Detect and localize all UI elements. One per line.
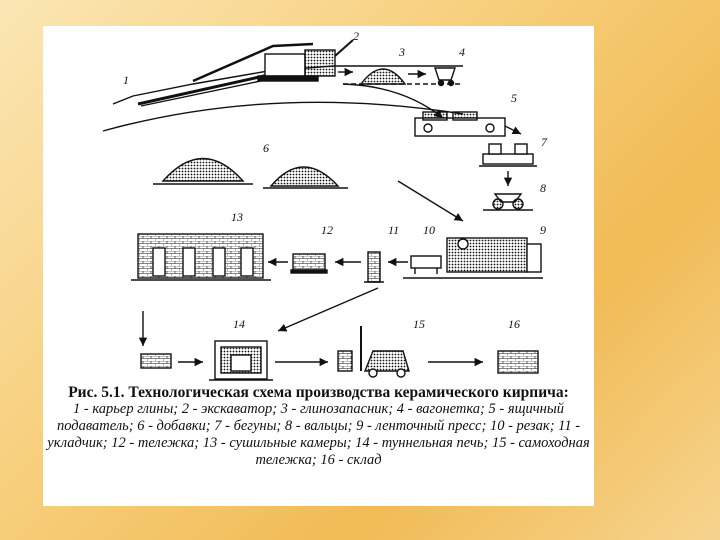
label-9: 9: [540, 223, 546, 237]
wagon: [434, 67, 456, 87]
label-2: 2: [353, 29, 359, 43]
cutter: [410, 255, 442, 274]
caption-title: Рис. 5.1. Технологическая схема производ…: [68, 384, 569, 401]
flow-arrow: [277, 287, 379, 332]
caption-legend: 1 - карьер глины; 2 - экскаватор; 3 - гл…: [47, 401, 590, 468]
brick-stack: [140, 353, 172, 369]
label-12: 12: [321, 223, 333, 237]
production-scheme-diagram: 1 2 3 4 5 6 7 8 9 10 11 12 13 14 15 16: [102, 29, 548, 381]
label-15: 15: [413, 317, 425, 331]
label-14: 14: [233, 317, 245, 331]
feed-curve: [102, 101, 464, 132]
label-6: 6: [263, 141, 269, 155]
label-5: 5: [511, 91, 517, 105]
figure-panel: 1 2 3 4 5 6 7 8 9 10 11 12 13 14 15 16 Р…: [43, 26, 594, 506]
label-13: 13: [231, 210, 243, 224]
clay-stockpile: [359, 68, 407, 85]
edge-runners: [479, 143, 537, 167]
label-8: 8: [540, 181, 546, 195]
figure-caption: Рис. 5.1. Технологическая схема производ…: [43, 384, 594, 469]
rollers: [483, 193, 533, 211]
label-3: 3: [398, 45, 405, 59]
tunnel-kiln: [209, 340, 273, 381]
box-feeder: [414, 111, 522, 137]
belt-press: [403, 237, 543, 279]
label-11: 11: [388, 223, 399, 237]
cart: [290, 253, 328, 274]
stacker: [364, 251, 384, 283]
label-16: 16: [508, 317, 520, 331]
drying-chambers: [131, 233, 271, 281]
flow-arrow: [397, 180, 464, 222]
excavator: [192, 39, 354, 83]
label-10: 10: [423, 223, 435, 237]
clay-quarry: [112, 65, 463, 107]
additives-piles: [153, 157, 348, 189]
self-propelled-truck: [337, 326, 410, 378]
label-1: 1: [123, 73, 129, 87]
label-7: 7: [541, 135, 548, 149]
label-4: 4: [459, 45, 465, 59]
warehouse: [497, 350, 539, 374]
